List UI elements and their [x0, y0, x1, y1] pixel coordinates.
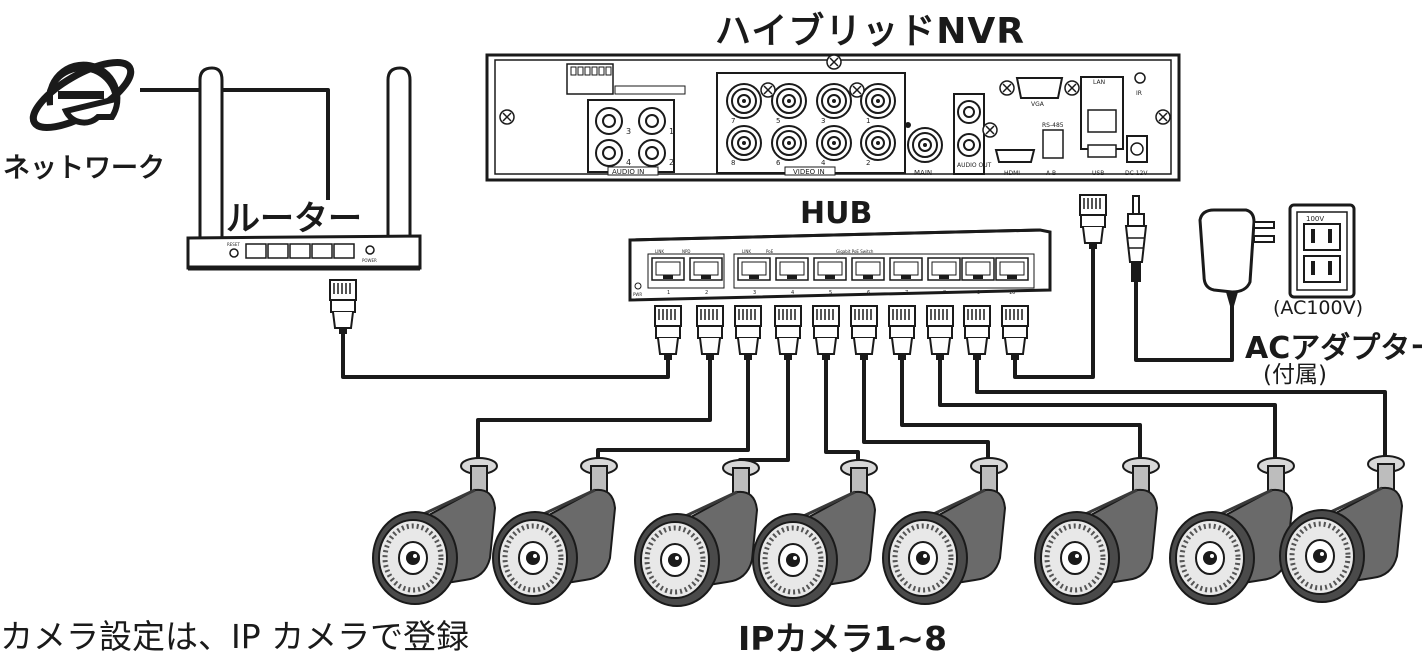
svg-text:A B: A B: [1046, 170, 1056, 177]
svg-text:LAN: LAN: [1093, 79, 1105, 86]
hybrid-nvr: 3 1 4 2 AUDIO IN 7 5 3 1 8 6 4 2 VIDEO I…: [487, 55, 1179, 180]
hub-title: HUB: [800, 196, 872, 231]
svg-text:7: 7: [731, 117, 735, 125]
hub-ethernet-plugs: [655, 306, 1028, 360]
nvr-title: ハイブリッドNVR: [715, 2, 1025, 54]
svg-text:5: 5: [829, 290, 832, 296]
svg-text:LINK: LINK: [742, 249, 751, 254]
svg-text:PoE: PoE: [766, 249, 774, 254]
ac-adapter: [1200, 210, 1274, 306]
ip-camera-4: [753, 460, 877, 606]
ip-camera-5: [883, 458, 1007, 604]
svg-text:NPD: NPD: [682, 249, 690, 254]
ip-camera-6: [1035, 458, 1159, 604]
svg-text:RESET: RESET: [227, 242, 240, 247]
svg-text:1: 1: [669, 127, 674, 136]
ip-camera-2: [493, 458, 617, 604]
network-label: ネットワーク: [3, 146, 165, 185]
ip-camera-8: [1280, 456, 1404, 602]
wall-outlet: 100V: [1290, 205, 1354, 297]
svg-text:AUDIO IN: AUDIO IN: [612, 168, 644, 176]
svg-text:Gigabit PoE Switch: Gigabit PoE Switch: [836, 249, 874, 254]
ip-camera-1: [373, 458, 497, 604]
svg-text:4: 4: [821, 159, 826, 167]
svg-text:8: 8: [731, 159, 735, 167]
svg-text:3: 3: [753, 290, 756, 296]
svg-text:DC 12V: DC 12V: [1125, 170, 1148, 177]
svg-text:PWR: PWR: [633, 292, 642, 297]
svg-text:MAIN: MAIN: [914, 169, 932, 177]
svg-text:VIDEO IN: VIDEO IN: [793, 168, 825, 176]
svg-text:VGA: VGA: [1031, 101, 1045, 108]
svg-text:USB: USB: [1092, 170, 1104, 177]
svg-text:2: 2: [705, 290, 708, 296]
svg-text:100V: 100V: [1306, 215, 1324, 223]
nvr-lan-plug: [1080, 195, 1106, 249]
svg-text:9: 9: [977, 290, 980, 296]
svg-text:10: 10: [1009, 290, 1015, 296]
svg-text:8: 8: [943, 290, 946, 296]
ac-adapter-note: (付属): [1263, 355, 1327, 389]
svg-text:1: 1: [866, 117, 870, 125]
dc-plug: [1126, 196, 1146, 282]
svg-text:7: 7: [905, 290, 908, 296]
ac-voltage-label: (AC100V): [1273, 297, 1363, 319]
ip-cameras: [373, 456, 1404, 606]
svg-text:4: 4: [626, 158, 631, 167]
svg-text:1: 1: [667, 290, 670, 296]
svg-text:IR: IR: [1136, 90, 1142, 97]
svg-text:2: 2: [866, 159, 870, 167]
svg-text:4: 4: [791, 290, 794, 296]
svg-text:3: 3: [821, 117, 825, 125]
footnote: カメラ設定は、IP カメラで登録: [0, 610, 469, 658]
svg-text:POWER: POWER: [362, 258, 377, 263]
svg-text:6: 6: [867, 290, 870, 296]
svg-text:HDMI: HDMI: [1004, 170, 1020, 177]
ip-camera-3: [635, 460, 759, 606]
ip-camera-7: [1170, 458, 1294, 604]
svg-text:5: 5: [776, 117, 780, 125]
svg-text:2: 2: [669, 158, 674, 167]
router-ethernet-plug: [330, 280, 356, 334]
svg-text:LINK: LINK: [655, 249, 664, 254]
svg-text:RS-485: RS-485: [1042, 122, 1064, 129]
svg-text:3: 3: [626, 127, 631, 136]
svg-text:AUDIO OUT: AUDIO OUT: [957, 162, 992, 169]
poe-hub: PWR LINK NPD LINK PoE Gigabit PoE Switch…: [630, 230, 1050, 300]
internet-explorer-icon: [24, 50, 139, 140]
svg-text:6: 6: [776, 159, 781, 167]
router-title: ルーター: [226, 191, 362, 240]
